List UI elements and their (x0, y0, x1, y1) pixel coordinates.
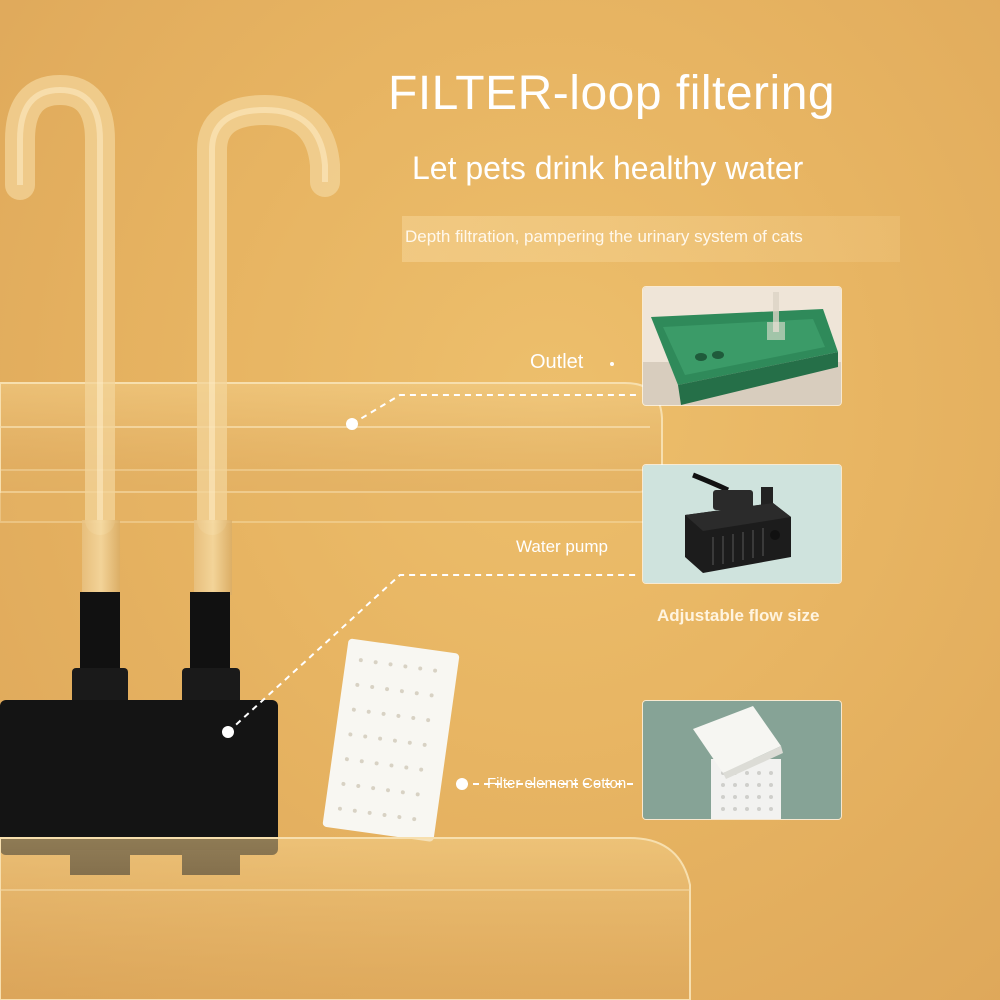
filter-label: Filter element Cotton (487, 775, 627, 792)
top-tray (0, 382, 669, 523)
flow-caption: Adjustable flow size (657, 606, 820, 625)
water-pump-label: Water pump (516, 537, 608, 556)
page-tagline: Depth filtration, pampering the urinary … (405, 227, 803, 246)
bottom-tank (0, 837, 691, 1000)
outlet-tray-photo (642, 286, 842, 406)
page-subtitle: Let pets drink healthy water (412, 150, 804, 186)
marker-dots (222, 362, 614, 790)
outlet-pipes (5, 74, 340, 595)
water-pump-photo (642, 464, 842, 584)
page-title: FILTER-loop filtering (388, 67, 836, 120)
filter-cotton-photo (642, 700, 842, 820)
outlet-label: Outlet (530, 351, 584, 373)
tagline-band (402, 216, 900, 262)
leader-lines (227, 394, 640, 785)
filter-sheet-illustration (322, 638, 460, 842)
pump-illustration (0, 592, 278, 875)
